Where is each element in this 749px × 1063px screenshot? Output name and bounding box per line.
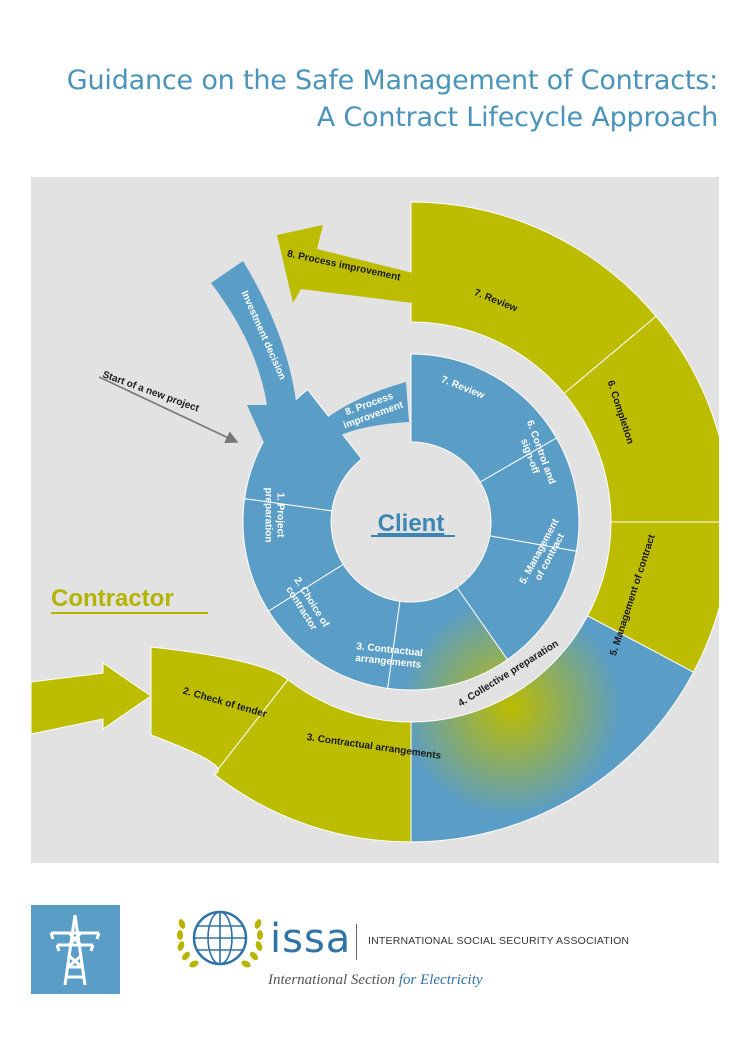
issa-full-name: INTERNATIONAL SOCIAL SECURITY ASSOCIATIO… (368, 935, 630, 947)
issa-wordmark: issa (270, 916, 352, 962)
section-highlight: for Electricity (398, 972, 483, 988)
outer-ring (31, 201, 719, 843)
seg-outer-check-of-tender (150, 646, 289, 776)
process-arrows (98, 225, 413, 473)
seg-outer-collective (410, 615, 695, 843)
seg-outer-completion (563, 315, 719, 523)
power-pylon-icon (31, 905, 120, 994)
contractor-entry-arrow (31, 662, 152, 735)
process-improvement-inner-arrow (301, 382, 409, 473)
center-label-client: Client (378, 510, 445, 537)
svg-text:preparation: preparation (263, 487, 274, 542)
title-line-2: A Contract Lifecycle Approach (316, 102, 718, 133)
page-title: Guidance on the Safe Management of Contr… (67, 62, 718, 136)
investment-decision-arrow (211, 261, 317, 467)
section-name: International Section for Electricity (268, 972, 483, 989)
process-improvement-outer-arrow (277, 225, 413, 303)
logo-separator (356, 924, 357, 960)
contractor-label: Contractor (51, 585, 174, 612)
start-line (98, 376, 239, 444)
globe-wreath-icon (177, 910, 263, 968)
svg-text:1. Project: 1. Project (274, 492, 285, 538)
issa-logo: issa INTERNATIONAL SOCIAL SECURITY ASSOC… (172, 902, 629, 997)
title-line-1: Guidance on the Safe Management of Contr… (66, 65, 718, 96)
inner-ring (242, 353, 580, 691)
seg-inner-review (410, 353, 558, 483)
section-prefix: International Section (268, 972, 399, 988)
